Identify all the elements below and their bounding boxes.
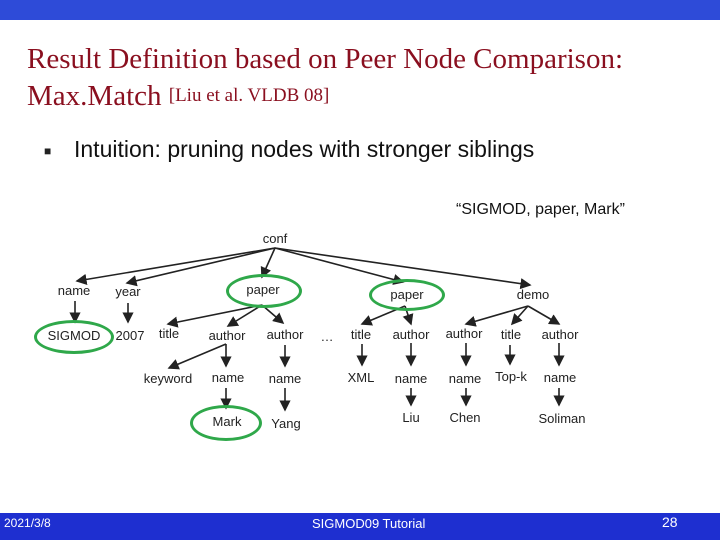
node-ellipsis: …	[320, 329, 334, 344]
node-sigmod: SIGMOD	[47, 328, 101, 343]
node-2007: 2007	[115, 328, 145, 343]
node-name: name	[268, 371, 302, 386]
query-text: “SIGMOD, paper, Mark”	[456, 201, 625, 218]
edge	[464, 305, 529, 327]
node-author: author	[445, 326, 483, 341]
node-name: name	[57, 283, 91, 298]
node-title: title	[500, 327, 522, 342]
edge	[274, 247, 532, 290]
footer-title: SIGMOD09 Tutorial	[312, 516, 426, 531]
node-demo: demo	[516, 287, 550, 302]
edge	[166, 304, 263, 328]
node-paper: paper	[390, 287, 424, 302]
highlight-paper-oval	[226, 274, 302, 308]
node-author: author	[541, 327, 579, 342]
highlight-mark-oval	[190, 405, 262, 441]
top-bar	[0, 0, 720, 20]
node-topk: Top-k	[495, 369, 527, 384]
title-reference: [Liu et al. VLDB 08]	[168, 85, 330, 106]
node-keyword: keyword	[143, 371, 193, 386]
node-yang: Yang	[271, 416, 301, 431]
node-author: author	[392, 327, 430, 342]
edge	[125, 247, 276, 287]
node-name: name	[394, 371, 428, 386]
node-paper: paper	[246, 282, 280, 297]
edge	[510, 305, 529, 326]
node-conf: conf	[262, 231, 288, 246]
node-year: year	[115, 284, 141, 299]
footer-date: 2021/3/8	[4, 516, 51, 530]
node-author: author	[208, 328, 246, 343]
slide-title: Result Definition based on Peer Node Com…	[27, 41, 717, 115]
node-chen: Chen	[449, 410, 481, 425]
edge	[260, 247, 276, 279]
node-name: name	[448, 371, 482, 386]
highlight-paper2-oval	[369, 279, 445, 311]
node-author: author	[266, 327, 304, 342]
page-number: 28	[662, 514, 678, 530]
title-line-2: Max.Match [Liu et al. VLDB 08]	[27, 78, 717, 115]
edge	[261, 304, 285, 325]
edge	[75, 247, 276, 285]
title-maxmatch: Max.Match	[27, 80, 162, 112]
node-xml: XML	[347, 370, 375, 385]
bullet-icon: ■	[44, 144, 52, 158]
node-title: title	[350, 327, 372, 342]
edge	[226, 304, 263, 327]
edge	[527, 305, 561, 325]
node-title: title	[158, 326, 180, 341]
footer-bar	[0, 513, 720, 540]
title-line-1: Result Definition based on Peer Node Com…	[27, 43, 624, 75]
highlight-sigmod-oval	[34, 320, 114, 354]
node-liu: Liu	[402, 410, 420, 425]
node-name: name	[543, 370, 577, 385]
node-name: name	[211, 370, 245, 385]
edge	[167, 343, 227, 370]
bullet-text: Intuition: pruning nodes with stronger s…	[74, 136, 535, 162]
node-mark: Mark	[212, 414, 242, 429]
edge	[274, 247, 405, 285]
node-soliman: Soliman	[538, 411, 586, 426]
